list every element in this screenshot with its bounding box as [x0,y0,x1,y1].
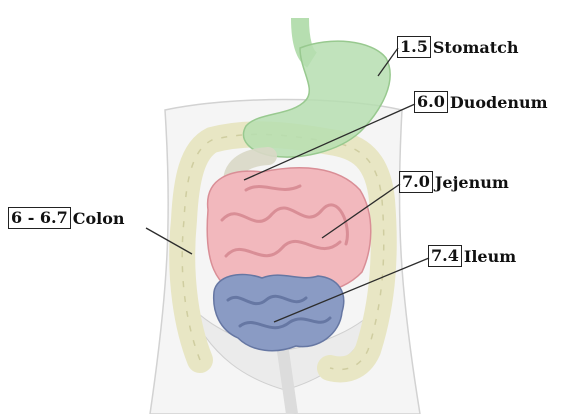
duodenum-name: Duodenum [450,93,548,112]
stomach-name: Stomatch [433,38,519,57]
ileum-value: 7.4 [428,245,462,267]
ileum-name: Ileum [464,247,516,266]
duodenum-value: 6.0 [414,91,448,113]
colon-name: Colon [73,209,125,228]
stomach-label: 1.5 Stomatch [397,36,519,58]
duodenum-label: 6.0 Duodenum [414,91,548,113]
colon-label: 6 - 6.7 Colon [8,207,125,229]
stomach-value: 1.5 [397,36,431,58]
jejunum-name: Jejenum [435,173,509,192]
jejunum-value: 7.0 [399,171,433,193]
jejunum-label: 7.0 Jejenum [399,171,509,193]
colon-value: 6 - 6.7 [8,207,71,229]
ileum-label: 7.4 Ileum [428,245,516,267]
